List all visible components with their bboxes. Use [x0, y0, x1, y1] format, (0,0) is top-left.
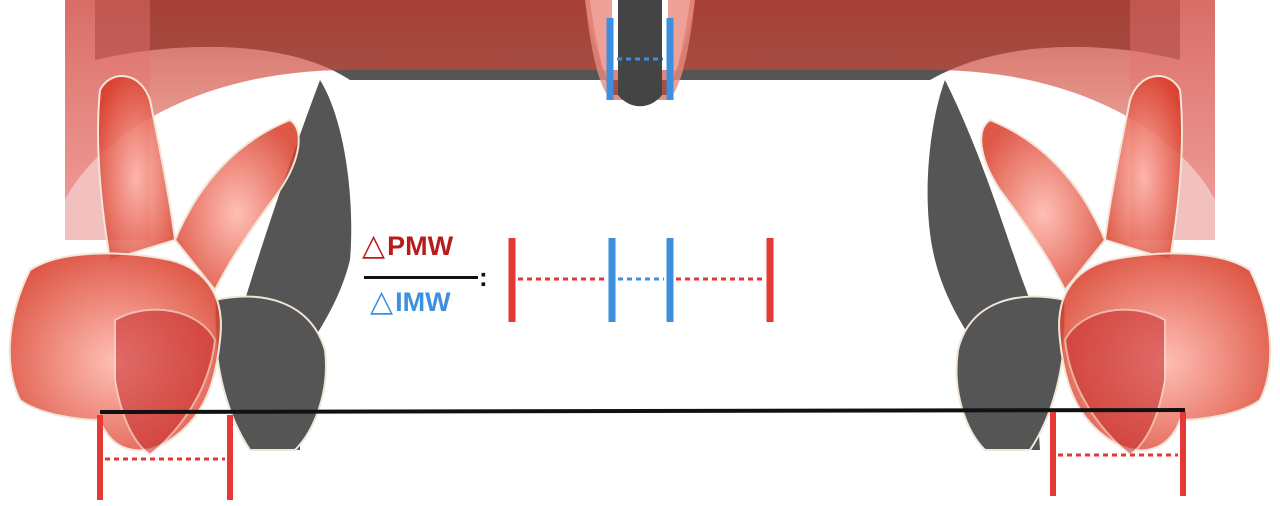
right-premolar-root — [1103, 75, 1183, 262]
right-premolar-width-measure — [1050, 412, 1186, 496]
ratio-symbol-bars — [508, 238, 774, 322]
imw-label: △IMW — [370, 286, 451, 318]
imw-text: IMW — [395, 287, 451, 317]
right-lower-tooth-dark — [955, 295, 1067, 451]
left-premolar — [8, 75, 300, 457]
delta-symbol-pmw: △ — [362, 229, 386, 262]
right-premolar — [980, 75, 1272, 457]
ratio-label: △PMW △IMW : — [362, 230, 488, 326]
center-dark-gap — [618, 0, 662, 107]
occlusal-plane-line — [99, 408, 1186, 414]
fraction-bar — [364, 276, 478, 279]
right-premolar-cusp — [1063, 308, 1166, 457]
left-premolar-root2 — [173, 118, 300, 292]
left-premolar-cusp — [114, 308, 217, 457]
pmw-label: △PMW — [362, 230, 453, 262]
pmw-text: PMW — [387, 231, 454, 261]
incisor-width-measure — [606, 18, 674, 100]
right-premolar-root2 — [980, 118, 1107, 292]
right-incisor — [668, 0, 695, 100]
left-incisor — [585, 0, 612, 100]
delta-symbol-imw: △ — [370, 285, 394, 318]
ratio-colon: : — [479, 262, 488, 292]
incisor-region — [585, 0, 695, 107]
left-premolar-root — [97, 75, 177, 262]
left-premolar-width-measure — [97, 415, 233, 500]
